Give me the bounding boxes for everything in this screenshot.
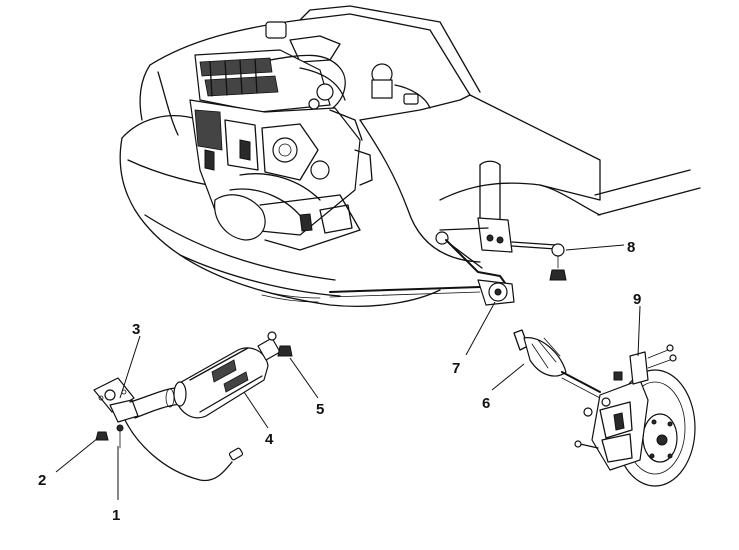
- callout-5: 5: [316, 401, 324, 418]
- callout-6: 6: [482, 395, 490, 412]
- callout-1: 1: [112, 507, 120, 524]
- leader-9: [637, 305, 641, 357]
- callout-labels: 1 2 3 4 5 6 7 8 9: [38, 239, 641, 524]
- catalytic-converter: [93, 331, 293, 482]
- callout-4: 4: [265, 431, 274, 448]
- leader-6: [491, 363, 525, 391]
- callout-9: 9: [633, 291, 641, 308]
- callout-7: 7: [452, 360, 460, 377]
- callout-2: 2: [38, 472, 46, 489]
- car-front-body: [119, 5, 701, 307]
- leader-7: [465, 301, 496, 356]
- leader-2: [55, 437, 99, 473]
- subframe-strut: [329, 160, 567, 306]
- engine-assembly: [189, 21, 431, 251]
- leader-3: [119, 335, 141, 399]
- leader-8: [565, 244, 625, 251]
- leader-4: [243, 391, 269, 429]
- callout-8: 8: [627, 239, 635, 256]
- leader-5: [289, 357, 319, 399]
- callout-3: 3: [132, 321, 140, 338]
- brake-hub-assembly: [574, 344, 696, 487]
- leader-lines: [55, 244, 641, 500]
- drive-shaft: [513, 329, 601, 399]
